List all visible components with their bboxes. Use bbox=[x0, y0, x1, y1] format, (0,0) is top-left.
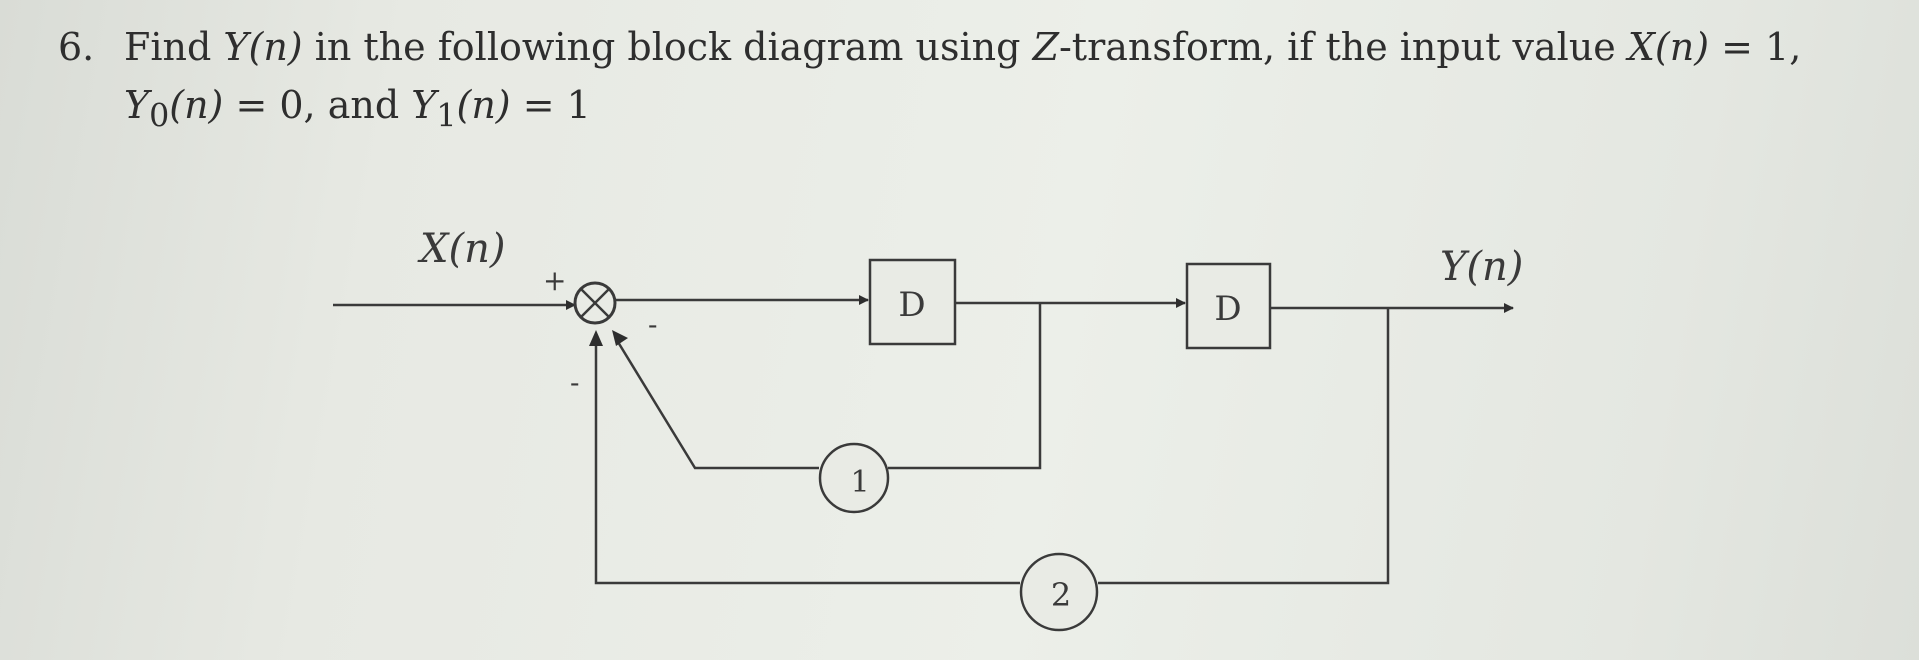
feedback-path-gain2-return bbox=[594, 342, 1020, 585]
question-number: 6. bbox=[58, 25, 95, 69]
math-x-of-n: X(n) bbox=[1627, 25, 1710, 69]
gain1-label: 1 bbox=[850, 465, 869, 500]
delay-block-2 bbox=[1185, 262, 1272, 350]
question-line-2: Y0(n) = 0, and Y1(n) = 1 bbox=[58, 76, 1801, 146]
question-text: 6.Find Y(n) in the following block diagr… bbox=[58, 18, 1801, 146]
math-z: Z bbox=[1032, 25, 1059, 69]
math-y1: Y bbox=[411, 83, 437, 127]
math-y-of-n: Y(n) bbox=[223, 25, 303, 69]
output-label: Y(n) bbox=[1440, 244, 1523, 290]
question-line-1: 6. Find Y(n) in the following block diagr… bbox=[58, 18, 1801, 76]
feedback-path-gain2 bbox=[1098, 308, 1390, 585]
gain-circle-1 bbox=[818, 442, 890, 514]
feedback-path-gain1 bbox=[888, 303, 1042, 470]
question-text-part: -transform, if the input value bbox=[1058, 25, 1628, 69]
feedback-arrowhead-gain1 bbox=[612, 330, 628, 346]
math-y0-arg: (n) bbox=[169, 83, 224, 127]
delay-block-1 bbox=[868, 258, 957, 346]
question-text-part: = 1 bbox=[510, 83, 591, 127]
math-y0: Y bbox=[124, 83, 150, 127]
question-text-part: in the following block diagram using bbox=[302, 25, 1033, 69]
plus-sign: + bbox=[543, 264, 566, 297]
summing-junction bbox=[573, 281, 617, 325]
feedback-arrowhead-gain2 bbox=[589, 330, 603, 346]
math-y0-subscript: 0 bbox=[149, 98, 170, 135]
input-label: X(n) bbox=[417, 226, 505, 272]
delay1-label: D bbox=[898, 285, 925, 325]
math-y1-arg: (n) bbox=[456, 83, 511, 127]
gain2-label: 2 bbox=[1051, 576, 1071, 614]
question-text-part: = 1, bbox=[1709, 25, 1802, 69]
feedback-path-gain1-return bbox=[616, 341, 819, 470]
math-y1-subscript: 1 bbox=[436, 98, 457, 135]
minus-sign-bottom: - bbox=[570, 366, 579, 399]
gain-circle-2 bbox=[1019, 552, 1099, 632]
delay2-label: D bbox=[1214, 289, 1241, 329]
question-text-part: = 0, and bbox=[223, 83, 412, 127]
question-text-part: Find bbox=[124, 25, 224, 69]
summing-junction-cross bbox=[580, 288, 610, 318]
minus-sign-right: - bbox=[648, 308, 657, 341]
